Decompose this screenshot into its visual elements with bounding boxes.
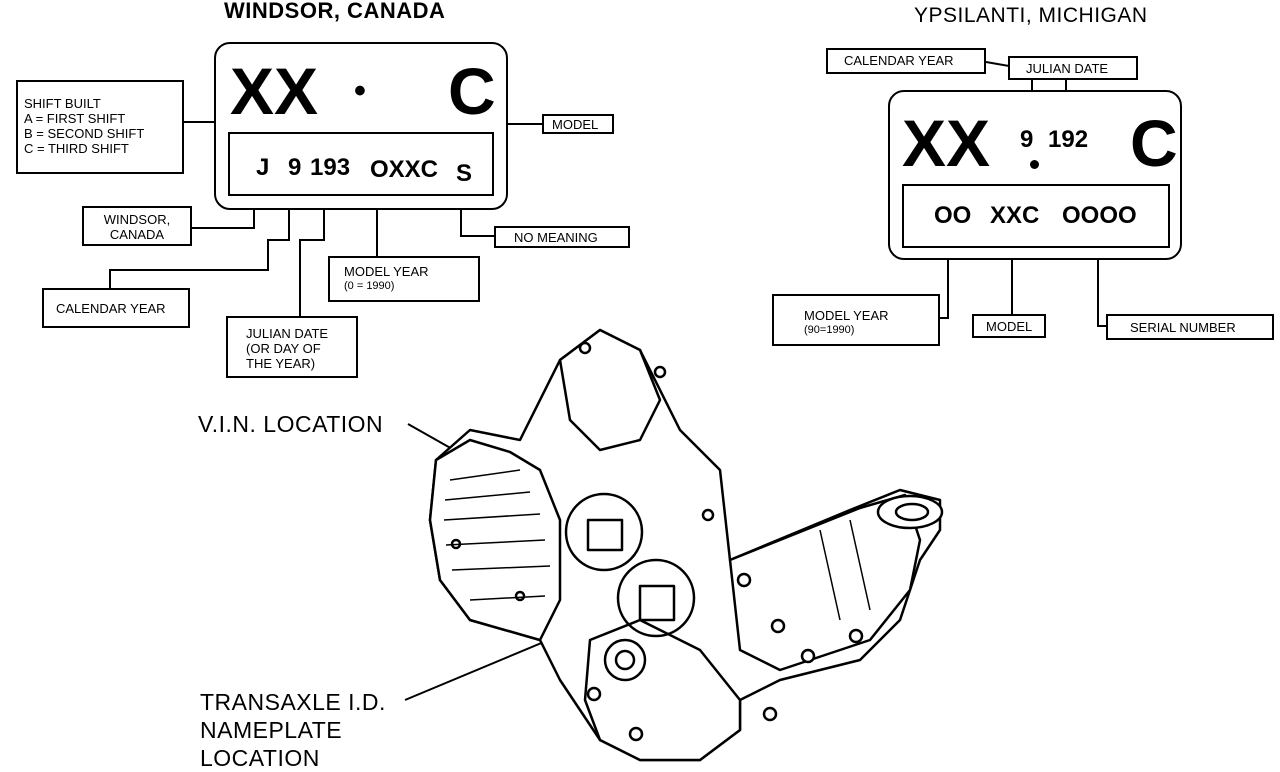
- windsor-code-year: 9: [288, 154, 302, 181]
- ypsilanti-plate-inner: OO XXC OOOO: [902, 184, 1170, 248]
- label-julian-date-windsor: JULIAN DATE (OR DAY OF THE YEAR): [226, 316, 358, 378]
- windsor-plate-c: C: [448, 54, 496, 128]
- shift-built-a: A = FIRST SHIFT: [24, 111, 126, 126]
- callout-nameplate-location: TRANSAXLE I.D. NAMEPLATE LOCATION: [200, 688, 386, 772]
- label-calendar-year-ypsilanti: CALENDAR YEAR: [826, 48, 986, 74]
- windsor-canada-line2: CANADA: [109, 227, 165, 242]
- julian-windsor-line1: JULIAN DATE: [246, 326, 329, 341]
- windsor-code-plant: J: [256, 154, 270, 181]
- model-year-windsor-line1: MODEL YEAR: [344, 264, 429, 279]
- windsor-plate-dot: •: [354, 72, 366, 110]
- windsor-plate: XX • C J 9 193 OXXC S: [214, 42, 508, 210]
- ypsilanti-plate-xx: XX: [902, 106, 991, 180]
- ypsilanti-julian: 192: [1048, 126, 1089, 153]
- label-model-ypsilanti: MODEL: [972, 314, 1046, 338]
- label-julian-date-ypsilanti: JULIAN DATE: [1008, 56, 1138, 80]
- shift-built-c: C = THIRD SHIFT: [24, 141, 129, 156]
- label-serial-number: SERIAL NUMBER: [1106, 314, 1274, 340]
- model-year-ypsilanti-line1: MODEL YEAR: [804, 308, 889, 323]
- model-year-ypsilanti-line2: (90=1990): [804, 324, 855, 336]
- windsor-code-s: S: [456, 160, 473, 187]
- label-calendar-year-windsor: CALENDAR YEAR: [42, 288, 190, 328]
- shift-built-heading: SHIFT BUILT: [24, 96, 101, 111]
- ypsilanti-dot: [1030, 160, 1039, 169]
- julian-windsor-line3: THE YEAR): [246, 356, 316, 371]
- ypsilanti-plate-c: C: [1130, 106, 1178, 180]
- ypsilanti-code-model: XXC: [990, 202, 1040, 229]
- windsor-code-julian: 193: [310, 154, 351, 181]
- nameplate-line2: NAMEPLATE: [200, 717, 343, 743]
- ypsilanti-title: YPSILANTI, MICHIGAN: [914, 4, 1148, 27]
- nameplate-line1: TRANSAXLE I.D.: [200, 689, 386, 715]
- ypsilanti-code-serial: OOOO: [1062, 202, 1137, 229]
- callout-vin-location: V.I.N. LOCATION: [198, 411, 384, 437]
- ypsilanti-year-digit: 9: [1020, 126, 1034, 153]
- label-model-year-ypsilanti: MODEL YEAR (90=1990): [772, 294, 940, 346]
- windsor-canada-line1: WINDSOR,: [103, 212, 171, 227]
- label-windsor-canada: WINDSOR, CANADA: [82, 206, 192, 246]
- windsor-title: WINDSOR, CANADA: [224, 0, 446, 23]
- julian-windsor-line2: (OR DAY OF: [246, 341, 321, 356]
- nameplate-line3: LOCATION: [200, 745, 320, 771]
- ypsilanti-plate: XX 9 192 C OO XXC OOOO: [888, 90, 1182, 260]
- model-year-windsor-line2: (0 = 1990): [344, 280, 395, 292]
- label-shift-built: SHIFT BUILT A = FIRST SHIFT B = SECOND S…: [16, 80, 184, 174]
- label-no-meaning: NO MEANING: [494, 226, 630, 248]
- windsor-plate-inner: J 9 193 OXXC S: [228, 132, 494, 196]
- shift-built-b: B = SECOND SHIFT: [24, 126, 145, 141]
- transaxle-illustration: [428, 328, 944, 762]
- label-model-year-windsor: MODEL YEAR (0 = 1990): [328, 256, 480, 302]
- ypsilanti-code-model-year: OO: [934, 202, 972, 229]
- windsor-code-model: OXXC: [370, 156, 439, 183]
- windsor-plate-xx: XX: [230, 54, 319, 128]
- label-model-windsor: MODEL: [542, 114, 614, 134]
